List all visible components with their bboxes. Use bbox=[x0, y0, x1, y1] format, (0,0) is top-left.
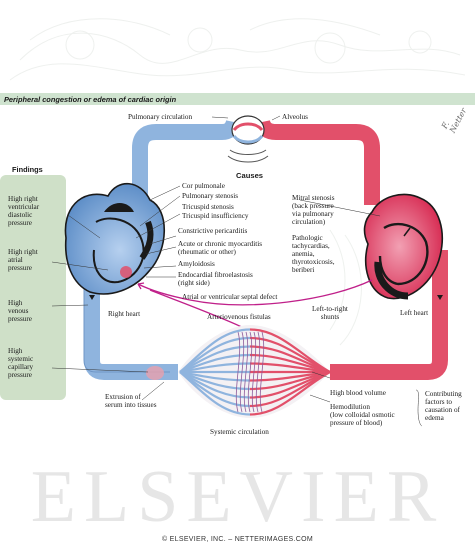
label-extrusion: Extrusion of serum into tissues bbox=[105, 393, 157, 409]
leader-lines bbox=[51, 115, 423, 427]
capillary-network-line bbox=[247, 331, 253, 413]
alveolus-icon bbox=[227, 115, 269, 163]
flow-arrows bbox=[89, 295, 443, 300]
circulation-loop bbox=[83, 119, 448, 380]
label-pulmonary-circulation: Pulmonary circulation bbox=[128, 113, 193, 121]
capillary-network-line bbox=[255, 331, 261, 413]
cause-pathologic-tachycardias: Pathologic tachycardias, anemia, thyroto… bbox=[292, 234, 335, 274]
capillary-network-line bbox=[243, 331, 249, 413]
watermark: ELSEVIER bbox=[30, 456, 445, 538]
capillary-network-line bbox=[259, 331, 265, 413]
capillary-arterial-vessel bbox=[249, 371, 331, 416]
cause-cor-pulmonale: Cor pulmonale bbox=[182, 182, 225, 190]
finding-capillary-pressure: High systemic capillary pressure bbox=[8, 347, 34, 379]
causes-title: Causes bbox=[236, 171, 264, 180]
capillary-network-line bbox=[235, 331, 241, 413]
findings-title: Findings bbox=[12, 165, 43, 174]
background-ornament bbox=[9, 18, 466, 346]
cause-pulmonary-stenosis: Pulmonary stenosis bbox=[182, 192, 239, 200]
findings-panel bbox=[0, 175, 66, 400]
label-right-heart: Right heart bbox=[108, 310, 141, 318]
finding-rv-pressure: High right ventricular diastolic pressur… bbox=[8, 195, 40, 227]
cause-endocardial-fibroelastosis: Endocardial fibroelastosis (right side) bbox=[178, 271, 253, 287]
label-left-to-right-shunts: Left-to-right shunts bbox=[312, 305, 348, 321]
edema-spot-icon bbox=[146, 366, 164, 380]
label-systemic-circulation: Systemic circulation bbox=[210, 428, 269, 436]
label-septal-defect: Atrial or ventricular septal defect bbox=[182, 293, 278, 301]
cause-tricuspid-insufficiency: Tricuspid insufficiency bbox=[182, 212, 249, 220]
label-alveolus: Alveolus bbox=[282, 113, 308, 121]
cause-myocarditis: Acute or chronic myocarditis (rheumatic … bbox=[178, 240, 263, 256]
cause-mitral-stenosis: Mitral stenosis (back pressure via pulmo… bbox=[292, 194, 335, 226]
label-av-fistulas: Arteriovenous fistulas bbox=[207, 313, 271, 321]
left-heart-icon bbox=[363, 193, 443, 300]
capillary-bed-icon bbox=[178, 325, 331, 418]
page-header: Peripheral congestion or edema of cardia… bbox=[4, 95, 177, 104]
capillary-network-line bbox=[251, 331, 257, 413]
label-contributing-factors: Contributing factors to causation of ede… bbox=[425, 390, 462, 422]
cause-constrictive-pericarditis: Constrictive pericarditis bbox=[178, 227, 248, 235]
cause-amyloidosis: Amyloidosis bbox=[178, 260, 215, 268]
right-heart-icon bbox=[64, 182, 166, 295]
label-left-heart: Left heart bbox=[400, 309, 429, 317]
header-band bbox=[0, 93, 475, 105]
label-high-blood-volume: High blood volume bbox=[330, 389, 386, 397]
finding-venous-pressure: High venous pressure bbox=[8, 299, 32, 323]
capillary-network-line bbox=[239, 331, 245, 413]
finding-ra-pressure: High right atrial pressure bbox=[8, 248, 38, 272]
label-hemodilution: Hemodilution (low colloidal osmotic pres… bbox=[330, 403, 395, 427]
capillary-venous-vessel bbox=[179, 371, 251, 416]
copyright-footer: © ELSEVIER, INC. – NETTERIMAGES.COM bbox=[161, 536, 314, 543]
cause-tricuspid-stenosis: Tricuspid stenosis bbox=[182, 203, 234, 211]
